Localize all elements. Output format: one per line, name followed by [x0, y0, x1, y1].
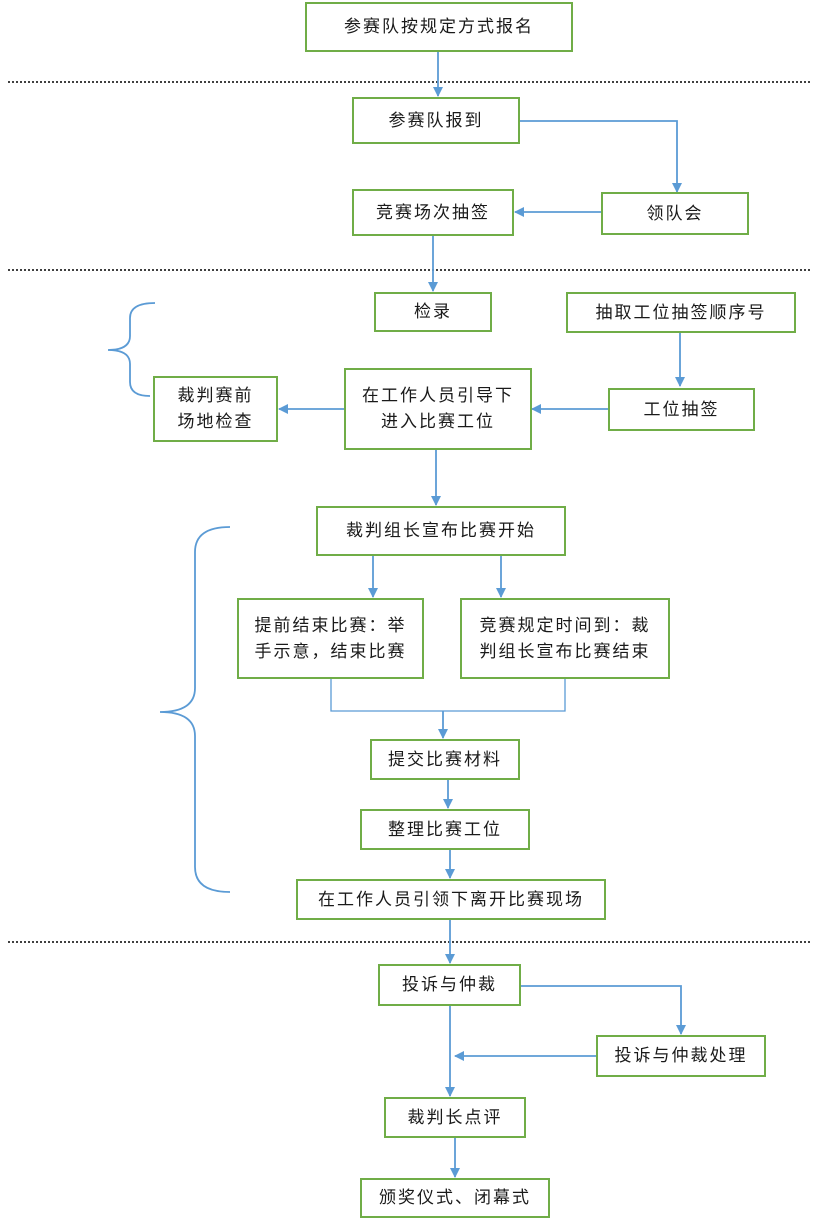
step-ceremony-text: 颁奖仪式、闭幕式	[379, 1188, 531, 1208]
step-time-up-line1: 竞赛规定时间到：裁	[479, 615, 651, 636]
step-time-up-line2: 判组长宣布比赛结束	[479, 641, 651, 662]
step-station-draw: 工位抽签	[608, 388, 755, 431]
step-leader-meeting: 领队会	[601, 192, 749, 235]
step-register: 参赛队按规定方式报名	[305, 2, 573, 52]
step-start: 裁判组长宣布比赛开始	[316, 506, 566, 556]
step-station-draw-text: 工位抽签	[643, 399, 720, 420]
step-appeal: 投诉与仲裁	[378, 964, 521, 1006]
curly-brace-small	[107, 302, 156, 397]
curly-brace-large	[159, 526, 231, 893]
step-early-end: 提前结束比赛：举 手示意，结束比赛	[237, 598, 424, 679]
step-draw-session: 竞赛场次抽签	[352, 189, 514, 236]
step-enter-station-line1: 在工作人员引导下	[362, 386, 514, 406]
step-start-text: 裁判组长宣布比赛开始	[346, 521, 536, 541]
step-judge-check-line2: 场地检查	[177, 412, 254, 432]
step-tidy-text: 整理比赛工位	[388, 819, 502, 840]
step-draw-session-text: 竞赛场次抽签	[376, 202, 490, 223]
step-judge-check: 裁判赛前 场地检查	[153, 376, 278, 442]
step-submit-text: 提交比赛材料	[388, 749, 502, 770]
step-appeal-text: 投诉与仲裁	[402, 975, 497, 995]
arrow-appeal-handling	[521, 985, 686, 1035]
step-ceremony: 颁奖仪式、闭幕式	[360, 1178, 550, 1218]
step-tidy: 整理比赛工位	[360, 809, 530, 850]
step-inspection: 检录	[374, 292, 492, 332]
step-enter-station-line2: 进入比赛工位	[381, 412, 495, 432]
arrow-checkin-leader	[520, 120, 682, 193]
step-judge-check-line1: 裁判赛前	[177, 386, 254, 406]
step-leave: 在工作人员引领下离开比赛现场	[296, 879, 606, 920]
step-appeal-handling-text: 投诉与仲裁处理	[614, 1046, 748, 1066]
step-register-text: 参赛队按规定方式报名	[344, 17, 534, 37]
step-checkin: 参赛队报到	[352, 97, 520, 144]
step-leader-meeting-text: 领队会	[646, 203, 704, 224]
step-leave-text: 在工作人员引领下离开比赛现场	[318, 889, 584, 910]
step-draw-station-order: 抽取工位抽签顺序号	[566, 292, 796, 333]
step-early-end-line2: 手示意，结束比赛	[254, 641, 407, 662]
step-submit: 提交比赛材料	[370, 739, 520, 780]
step-checkin-text: 参赛队报到	[388, 110, 484, 131]
step-review: 裁判长点评	[384, 1097, 526, 1138]
step-appeal-handling: 投诉与仲裁处理	[596, 1035, 766, 1077]
step-inspection-text: 检录	[414, 302, 452, 322]
step-enter-station: 在工作人员引导下 进入比赛工位	[344, 368, 532, 450]
step-early-end-line1: 提前结束比赛：举	[254, 615, 407, 636]
step-review-text: 裁判长点评	[407, 1107, 503, 1128]
step-time-up: 竞赛规定时间到：裁 判组长宣布比赛结束	[460, 598, 670, 679]
step-draw-station-order-text: 抽取工位抽签顺序号	[595, 302, 767, 323]
merge-connector	[330, 679, 566, 712]
